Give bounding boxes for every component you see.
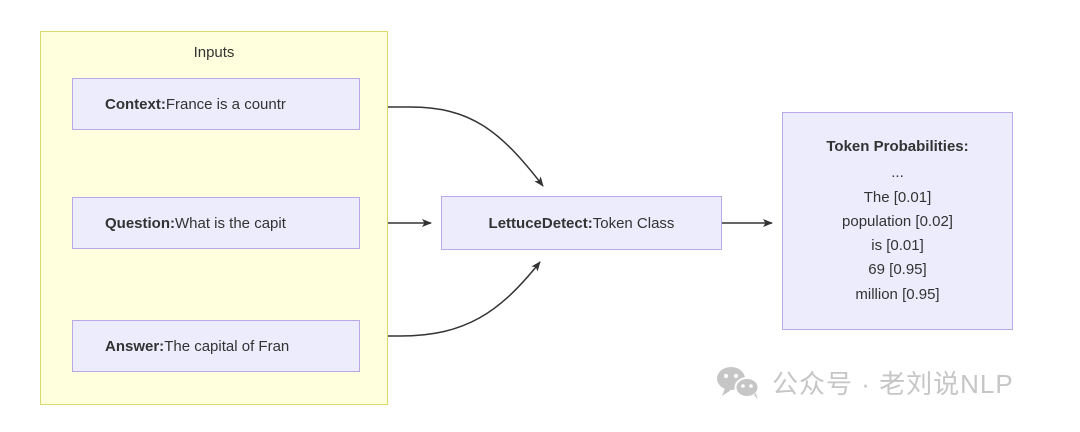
subgraph-title: Inputs <box>193 44 235 61</box>
answer-node-text: The capital of Fran <box>164 337 290 355</box>
answer-node-label: Answer: <box>105 337 165 355</box>
answer-node[interactable]: Answer: The capital of Fran <box>72 320 360 372</box>
output-token-line: ... <box>891 164 904 182</box>
context-node-label: Context: <box>105 95 166 113</box>
context-node[interactable]: Context: France is a countr <box>72 78 360 130</box>
output-token-line: The [0.01] <box>863 188 932 206</box>
output-token-line: is [0.01] <box>871 237 924 255</box>
wechat-icon <box>717 367 760 399</box>
output-token-line: 69 [0.95] <box>868 261 927 279</box>
context-node-text: France is a countr <box>165 95 286 113</box>
question-node[interactable]: Question: What is the capit <box>72 197 360 249</box>
output-node[interactable]: Token Probabilities: ... The [0.01] popu… <box>782 112 1013 330</box>
output-token-line: million [0.95] <box>855 285 940 303</box>
output-token-line: population [0.02] <box>842 212 953 230</box>
question-node-text: What is the capit <box>175 214 286 232</box>
model-node[interactable]: LettuceDetect: Token Class <box>441 196 722 250</box>
watermark: 公众号 · 老刘说NLP <box>716 360 1014 404</box>
question-node-label: Question: <box>105 214 175 232</box>
watermark-text: 公众号 · 老刘说NLP <box>772 368 1014 399</box>
model-node-text: Token Class <box>592 214 675 232</box>
model-node-label: LettuceDetect: <box>488 214 593 232</box>
output-node-title: Token Probabilities: <box>826 137 969 155</box>
